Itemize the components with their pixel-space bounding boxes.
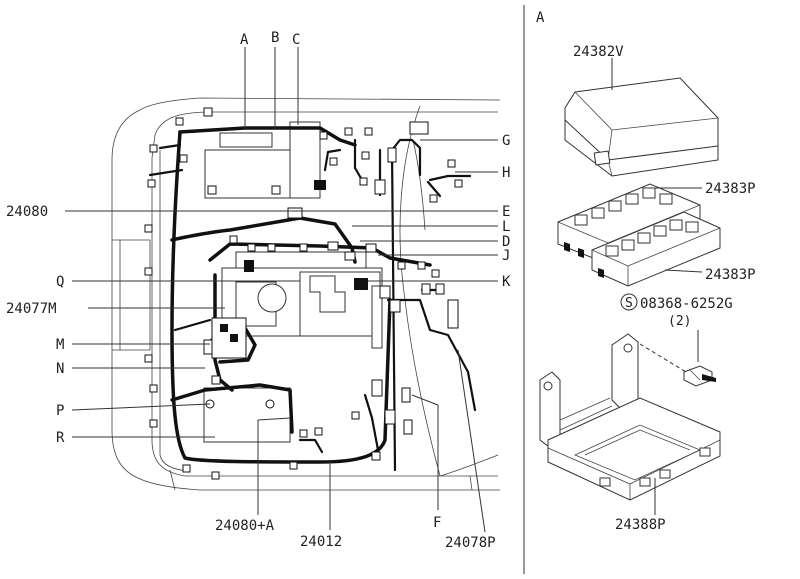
part-24383P-bottom: 24383P (705, 267, 756, 283)
label-R: R (56, 430, 65, 446)
part-24382V: 24382V (573, 44, 624, 60)
label-F: F (433, 515, 441, 531)
label-P: P (56, 403, 64, 419)
label-H: H (502, 165, 510, 181)
bolt-quantity: (2) (668, 314, 691, 329)
part-bolt: 08368-6252G (640, 296, 733, 312)
leader-24383P-bottom (664, 269, 703, 273)
part-24080: 24080 (6, 204, 48, 220)
label-D: D (502, 234, 510, 250)
part-24383P-top: 24383P (705, 181, 756, 197)
part-24080-plus-A: 24080+A (215, 518, 275, 534)
relay-box (289, 121, 321, 199)
label-N: N (56, 361, 64, 377)
label-C: C (292, 32, 300, 48)
label-G: G (502, 133, 510, 149)
part-24078P: 24078P (445, 535, 496, 551)
label-Q: Q (56, 274, 64, 290)
label-E: E (502, 204, 510, 220)
fuse-box-cover (564, 58, 719, 177)
bolt-symbol-circle (620, 293, 638, 311)
label-L: L (502, 219, 510, 235)
label-J: J (502, 248, 510, 264)
bolt-callout: S 08368-6252G (2) (620, 293, 733, 387)
part-24012: 24012 (300, 534, 342, 550)
battery (203, 387, 291, 443)
label-M: M (56, 337, 64, 353)
label-K: K (502, 274, 511, 290)
fuse-box-bracket (539, 333, 721, 501)
bolt-symbol: S (625, 296, 633, 311)
label-B: B (271, 30, 279, 46)
part-24388P: 24388P (615, 517, 666, 533)
detail-header: A (536, 10, 545, 26)
leader-lines (65, 47, 498, 533)
fuse-block-lower (591, 211, 721, 287)
callout-labels: A B C G H E L D J K Q M N P R F 24080 24… (6, 30, 511, 551)
connectors (144, 107, 463, 480)
label-A: A (240, 32, 249, 48)
part-24077M: 24077M (6, 301, 57, 317)
